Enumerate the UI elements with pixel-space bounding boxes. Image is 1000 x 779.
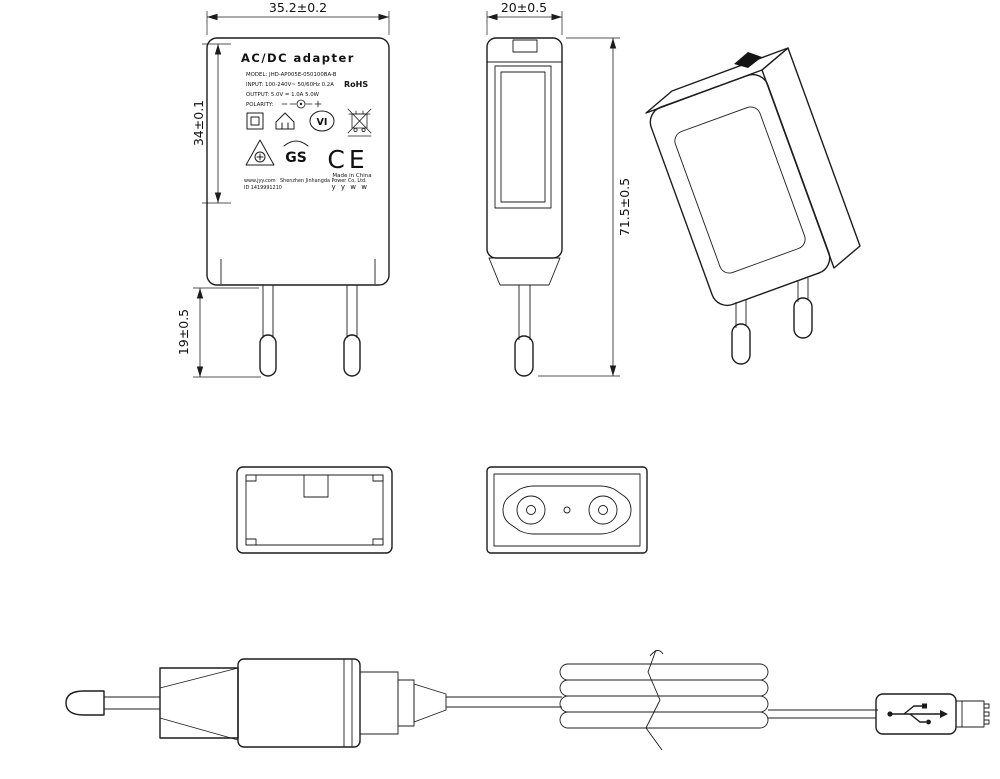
pin-face-slot	[502, 485, 632, 535]
dim-label-height-text: 34±0.1	[191, 100, 206, 146]
front-left-pin	[259, 285, 277, 377]
label-id: ID 1419991210	[244, 185, 282, 191]
indoor-use-house-icon	[275, 112, 295, 130]
label-title: AC/DC adapter	[241, 51, 355, 65]
pin-face-outline	[486, 466, 648, 554]
pin-face-view	[486, 466, 648, 554]
perspective-front-face	[649, 73, 831, 307]
cable-coil	[559, 649, 769, 751]
bottom-usb-notch	[303, 474, 329, 498]
label-made-in: Made in China	[332, 173, 371, 179]
label-website: www.jyy.com	[244, 178, 276, 184]
dim-label-height: 34±0.1	[191, 43, 231, 204]
perspective-top-face	[645, 47, 789, 114]
dim-side-width: 20±0.5	[486, 0, 563, 35]
dim-front-width: 35.2±0.2	[206, 0, 390, 35]
pin-face-center-dot	[563, 506, 571, 514]
cable-body-small	[159, 667, 239, 739]
bottom-outline	[236, 466, 393, 554]
front-body-outline	[206, 37, 390, 286]
pin-face-left-pin	[516, 495, 546, 525]
dim-side-width-text: 20±0.5	[501, 0, 547, 15]
perspective-view	[645, 47, 861, 365]
perspective-usb-port	[734, 52, 762, 68]
side-view	[486, 37, 563, 377]
cable-plug-tip	[65, 690, 105, 716]
cable-body-cap	[359, 671, 399, 735]
class2-insulation-icon	[246, 112, 264, 130]
cable-body-main	[237, 658, 361, 748]
label-company: Shenzhen Jinhangda Power Co, Ltd.	[280, 178, 367, 184]
polarity-symbol-icon	[281, 99, 322, 109]
pin-face-right-pin	[588, 495, 618, 525]
cable-plug-shaft	[103, 696, 161, 710]
cable-strain-relief	[413, 683, 447, 723]
dim-pin-length-text: 19±0.5	[176, 309, 191, 355]
bottom-view	[236, 466, 393, 554]
micro-usb-connector	[875, 693, 990, 735]
vi-text: VI	[317, 117, 328, 128]
side-pin	[514, 285, 534, 377]
tuv-triangle-icon	[245, 139, 275, 166]
perspective-left-pin	[731, 300, 751, 365]
perspective-label-recess	[674, 106, 806, 274]
label-input: INPUT: 100-240V~ 50/60Hz 0.2A	[246, 82, 334, 88]
cable-assembly-view	[65, 649, 990, 751]
label-model: MODEL: JHD-AP005E-050100BA-B	[246, 72, 337, 78]
dim-total-height-text: 71.5±0.5	[617, 178, 632, 236]
label-date-code: y y w w	[332, 183, 369, 191]
label-rohs: RoHS	[344, 80, 368, 89]
front-view: AC/DC adapter MODEL: JHD-AP005E-050100BA…	[206, 37, 390, 377]
weee-bin-icon	[347, 108, 372, 137]
gs-text: GS	[285, 150, 307, 166]
front-right-pin	[343, 285, 361, 377]
label-output: OUTPUT: 5.0V = 1.0A 5.0W	[246, 92, 320, 98]
label-polarity: POLARITY:	[246, 102, 274, 108]
cable-tie	[645, 649, 664, 751]
efficiency-vi-icon: VI	[309, 110, 335, 132]
perspective-right-pin	[793, 278, 813, 339]
dim-pin-length: 19±0.5	[176, 287, 261, 378]
ce-mark: CE	[327, 145, 368, 174]
dim-total-height: 71.5±0.5	[538, 37, 632, 377]
dim-front-width-text: 35.2±0.2	[269, 0, 327, 15]
usb-trident-icon	[887, 703, 948, 725]
gs-mark-icon: GS	[283, 140, 309, 166]
